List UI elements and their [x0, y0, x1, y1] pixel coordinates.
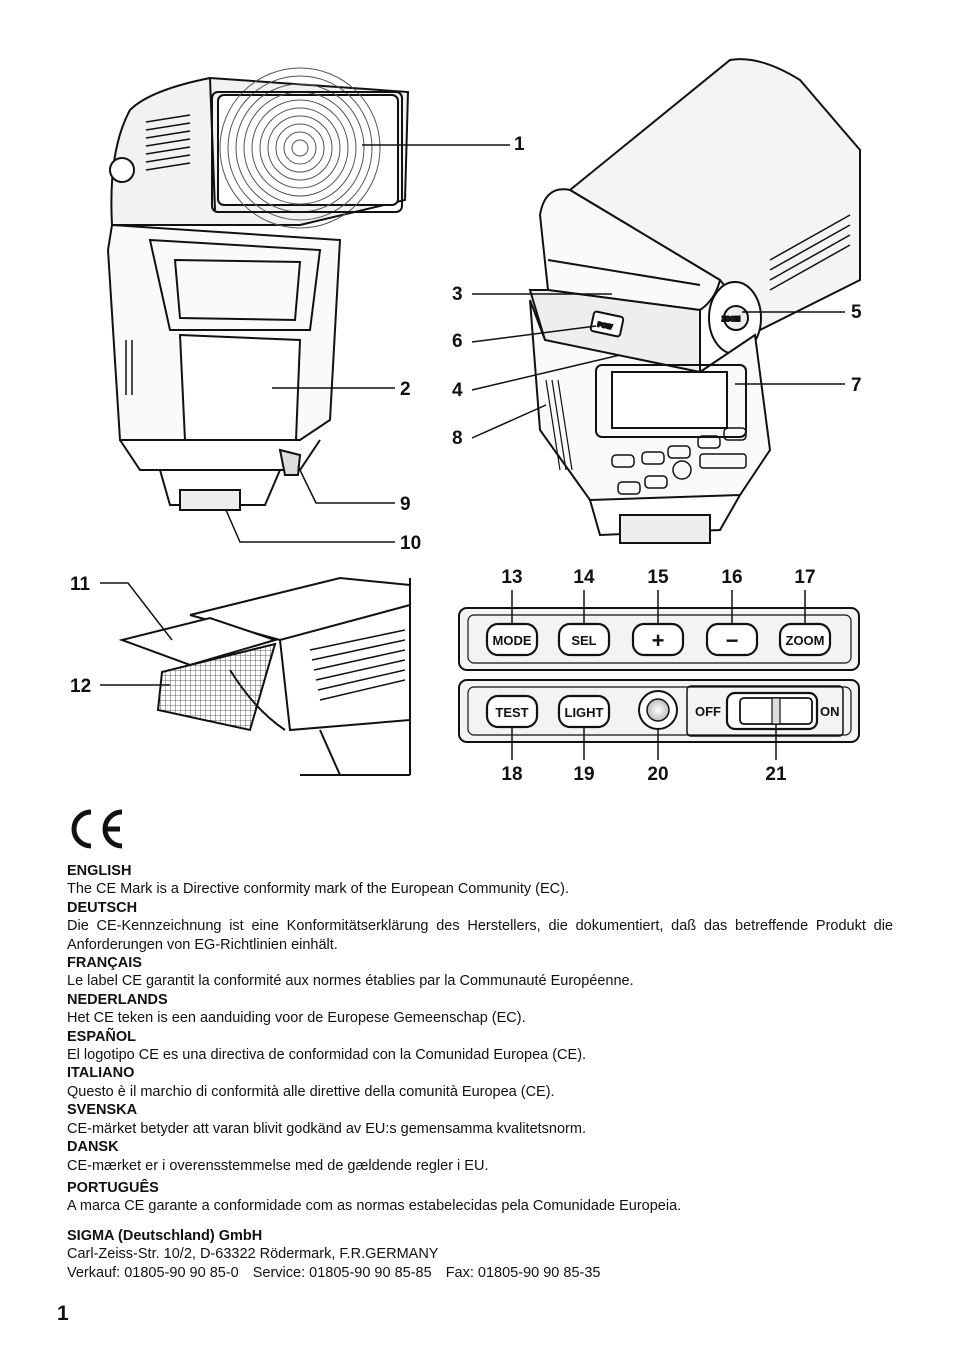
- section-body: A marca CE garante a conformidade com as…: [67, 1198, 682, 1215]
- flash-rear-view: POW ZOOM: [528, 58, 861, 544]
- off-label: OFF: [695, 704, 721, 719]
- callout-13: 13: [501, 567, 522, 588]
- section-body: The CE Mark is a Directive conformity ma…: [67, 881, 570, 898]
- page-number: 1: [57, 1302, 69, 1325]
- mode-button-label: MODE: [493, 633, 532, 648]
- diffuser-detail: [118, 576, 411, 776]
- company-contact: Verkauf: 01805-90 90 85-0 Service: 01805-…: [67, 1264, 600, 1282]
- control-panel-detail: MODE SEL + − ZOOM TEST LIGHT: [458, 607, 860, 743]
- on-label: ON: [820, 704, 840, 719]
- callout-1: 1: [514, 134, 525, 155]
- section-francais: FRANÇAIS Le label CE garantit la conform…: [67, 954, 893, 991]
- callout-18: 18: [501, 764, 522, 785]
- plus-button[interactable]: +: [631, 622, 685, 657]
- callout-9: 9: [400, 494, 411, 515]
- minus-button[interactable]: −: [705, 622, 759, 657]
- company-name: SIGMA (Deutschland) GmbH: [67, 1228, 263, 1244]
- section-dansk: DANSK CE-mærket er i overensstemmelse me…: [67, 1138, 893, 1175]
- section-body: Le label CE garantit la conformité aux n…: [67, 973, 634, 990]
- section-heading: ESPAÑOL: [67, 1028, 137, 1045]
- callout-numbers: 1 2 3 4 5 6 7 8 9 10 11 12 13 14 15 16 1…: [70, 134, 862, 785]
- fax-number: Fax: 01805-90 90 85-35: [445, 1264, 601, 1281]
- callout-7: 7: [851, 375, 862, 396]
- service-phone: Service: 01805-90 90 85-85: [252, 1264, 432, 1281]
- section-nederlands: NEDERLANDS Het CE teken is een aanduidin…: [67, 991, 893, 1028]
- sel-button[interactable]: SEL: [557, 622, 611, 657]
- callout-16: 16: [721, 567, 742, 588]
- section-deutsch: DEUTSCH Die CE-Kennzeichnung ist eine Ko…: [67, 899, 893, 954]
- flash-unit-diagram: POW ZOOM: [70, 58, 862, 785]
- callout-17: 17: [794, 567, 815, 588]
- light-button[interactable]: LIGHT: [557, 694, 611, 729]
- company-address: Carl-Zeiss-Str. 10/2, D-63322 Rödermark,…: [67, 1246, 439, 1263]
- zoom-button-label: ZOOM: [786, 633, 825, 648]
- callout-8: 8: [452, 428, 463, 449]
- pow-label: POW: [597, 322, 613, 331]
- light-button-label: LIGHT: [565, 705, 604, 720]
- callout-14: 14: [573, 567, 595, 588]
- zoom-small-label: ZOOM: [722, 317, 740, 323]
- callout-5: 5: [851, 302, 862, 323]
- callout-10: 10: [400, 533, 421, 554]
- callout-19: 19: [573, 764, 594, 785]
- ce-mark-icon: [71, 809, 123, 849]
- section-body: Questo è il marchio di conformità alle d…: [67, 1083, 555, 1100]
- section-heading: DANSK: [67, 1139, 119, 1156]
- section-body: Het CE teken is een aanduiding voor de E…: [67, 1010, 526, 1027]
- test-button[interactable]: TEST: [485, 694, 539, 729]
- callout-12: 12: [70, 676, 91, 697]
- ready-lamp-icon: [638, 690, 678, 730]
- zoom-button[interactable]: ZOOM: [778, 622, 832, 657]
- mode-button[interactable]: MODE: [485, 622, 539, 657]
- section-body: El logotipo CE es una directiva de confo…: [67, 1047, 587, 1064]
- section-body: Die CE-Kennzeichnung ist eine Konformitä…: [67, 918, 893, 953]
- section-body: CE-mærket er i overensstemmelse med de g…: [67, 1157, 489, 1174]
- callout-21: 21: [765, 764, 787, 785]
- callout-11: 11: [70, 574, 91, 595]
- section-heading: ENGLISH: [67, 863, 132, 879]
- section-heading: FRANÇAIS: [67, 955, 142, 972]
- section-body: CE-märket betyder att varan blivit godkä…: [67, 1120, 586, 1137]
- company-info: SIGMA (Deutschland) GmbH Carl-Zeiss-Str.…: [67, 1227, 600, 1282]
- callout-6: 6: [452, 331, 463, 352]
- leader-lines: [100, 144, 845, 760]
- section-italiano: ITALIANO Questo è il marchio di conformi…: [67, 1064, 893, 1101]
- section-heading: ITALIANO: [67, 1065, 135, 1082]
- sales-phone: Verkauf: 01805-90 90 85-0: [67, 1264, 239, 1281]
- callout-20: 20: [647, 764, 668, 785]
- section-english: ENGLISH The CE Mark is a Directive confo…: [67, 862, 893, 899]
- callout-15: 15: [647, 567, 669, 588]
- power-switch[interactable]: [725, 691, 819, 731]
- plus-button-label: +: [652, 628, 665, 653]
- sel-button-label: SEL: [571, 633, 596, 648]
- section-heading: SVENSKA: [67, 1102, 138, 1119]
- callout-2: 2: [400, 379, 411, 400]
- section-espanol: ESPAÑOL El logotipo CE es una directiva …: [67, 1028, 893, 1065]
- section-portugues: PORTUGUÊS A marca CE garante a conformid…: [67, 1179, 893, 1216]
- minus-button-label: −: [726, 628, 739, 653]
- callout-3: 3: [452, 284, 463, 305]
- ce-declaration-text: ENGLISH The CE Mark is a Directive confo…: [67, 862, 893, 1216]
- section-heading: PORTUGUÊS: [67, 1179, 159, 1196]
- flash-front-view: [106, 67, 410, 511]
- section-svenska: SVENSKA CE-märket betyder att varan bliv…: [67, 1101, 893, 1138]
- section-heading: NEDERLANDS: [67, 991, 168, 1008]
- section-heading: DEUTSCH: [67, 899, 138, 916]
- callout-4: 4: [452, 380, 463, 401]
- test-button-label: TEST: [495, 705, 528, 720]
